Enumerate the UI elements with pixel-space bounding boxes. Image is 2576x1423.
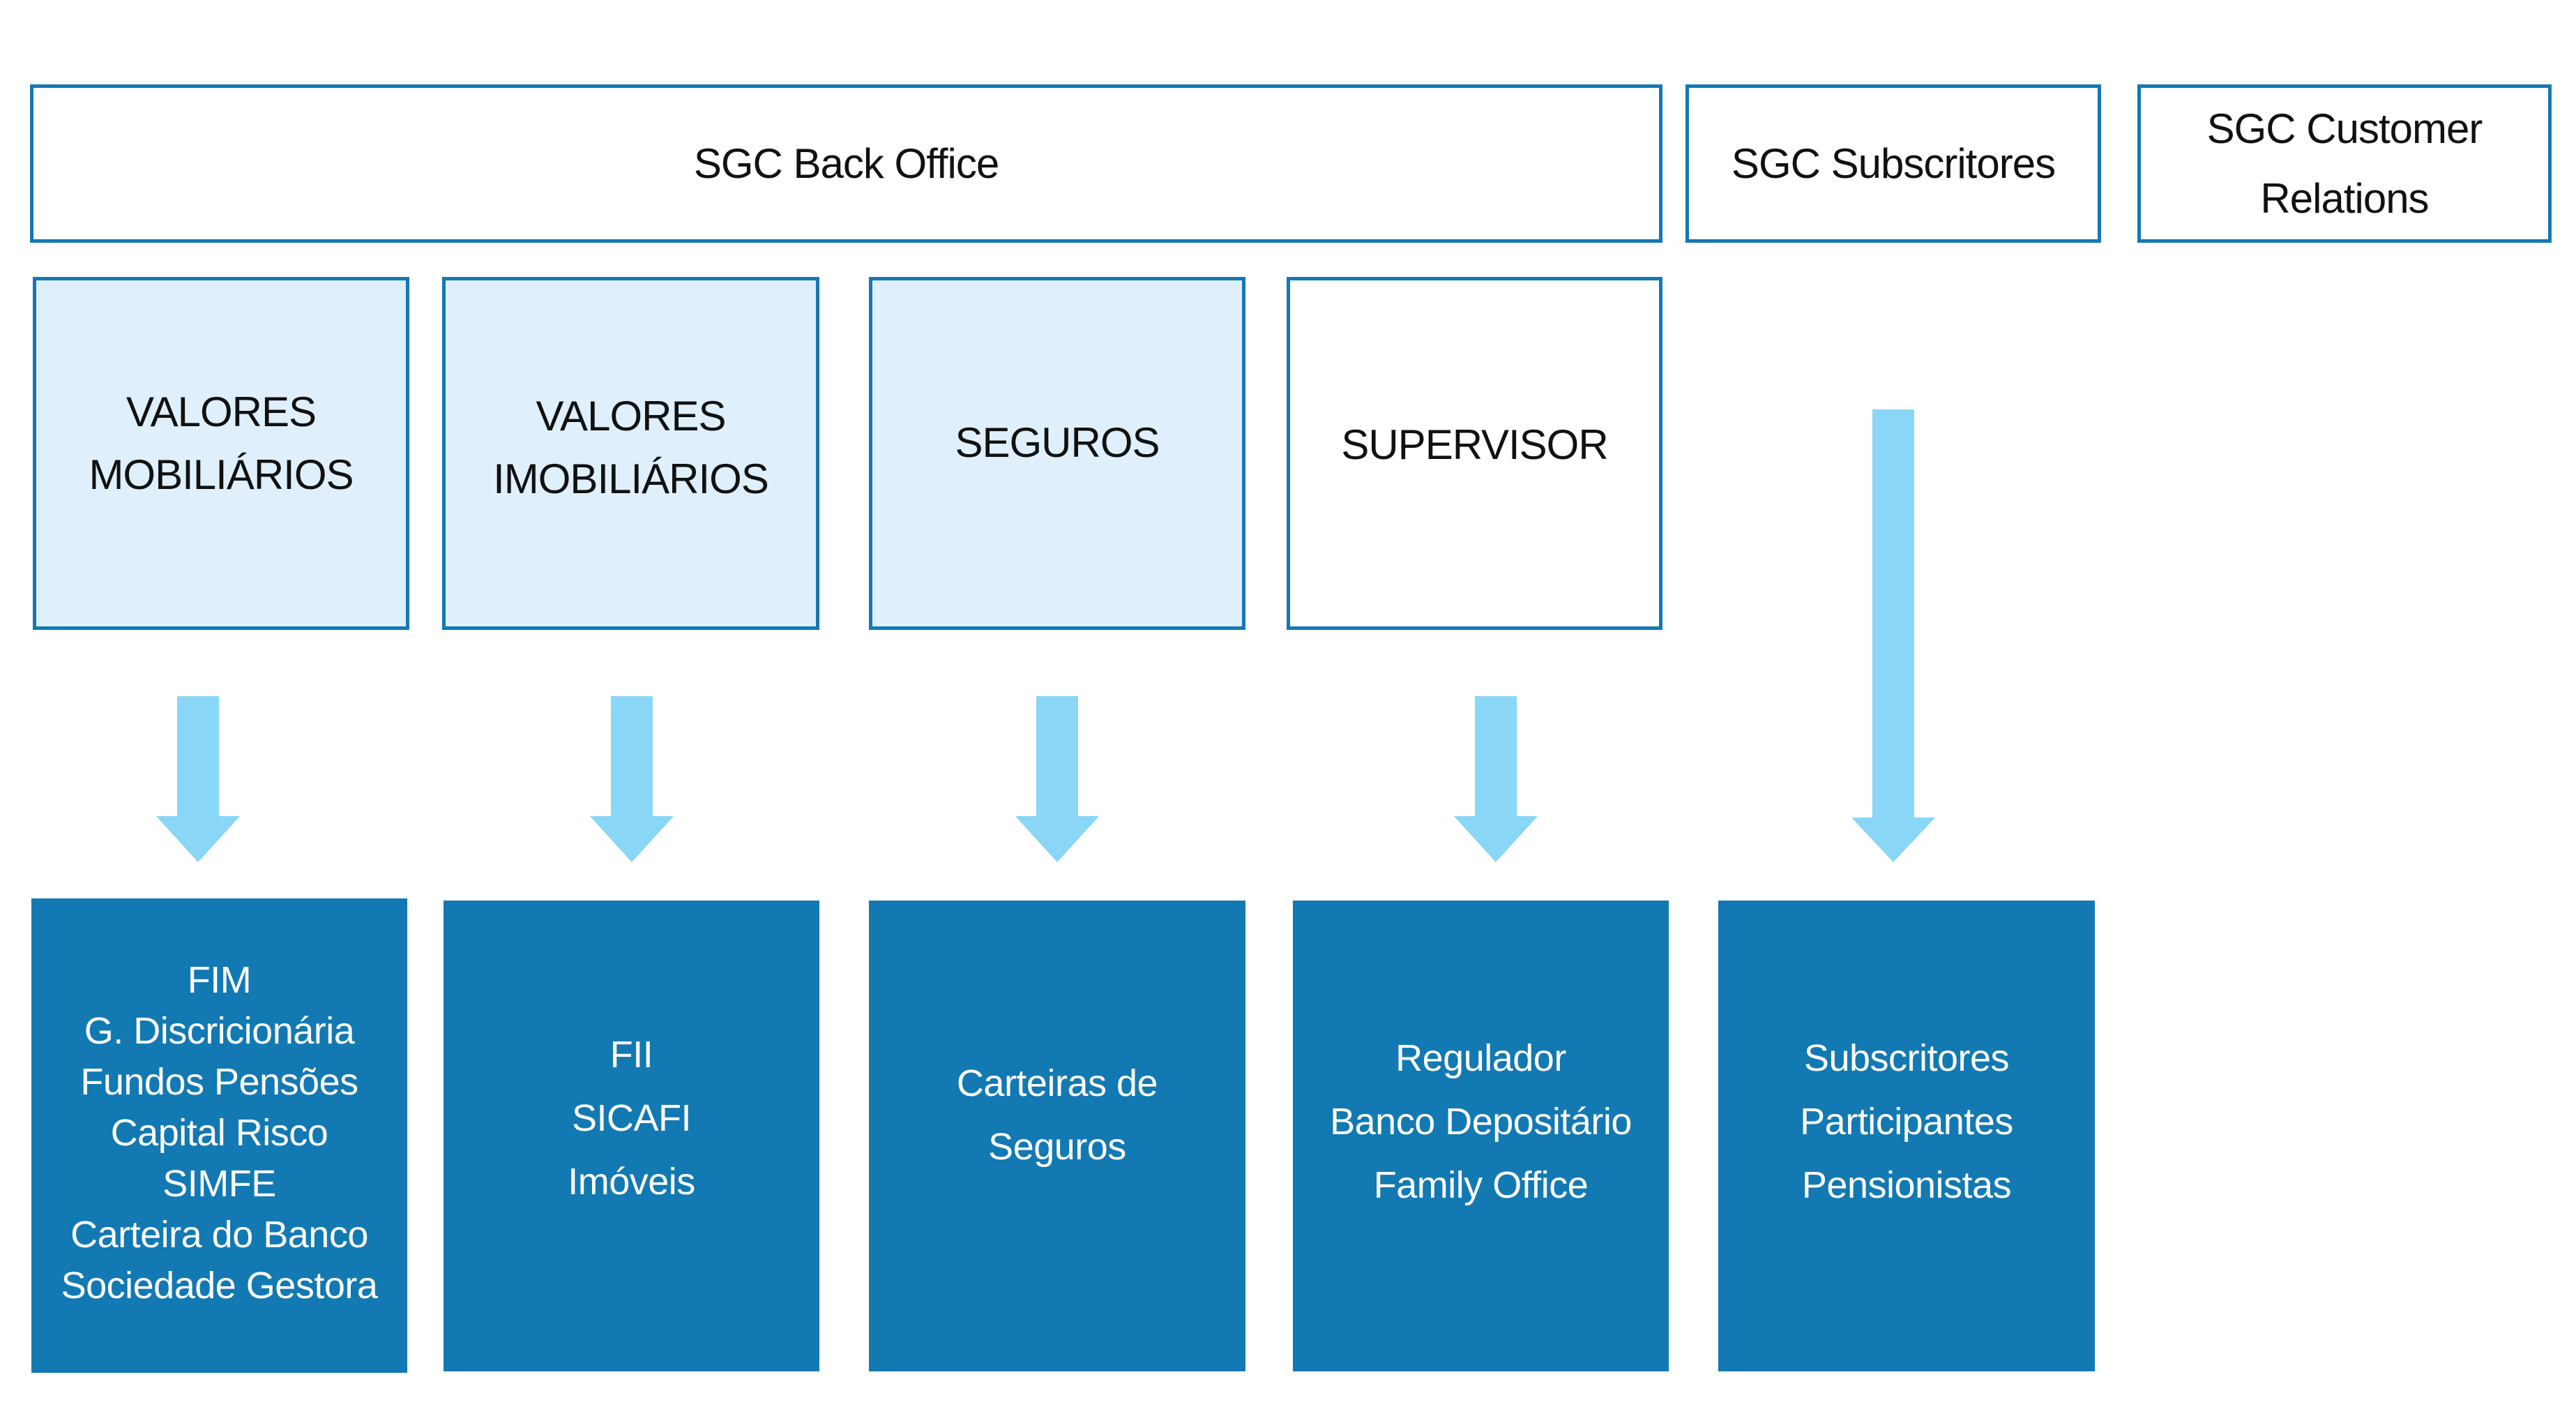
leaf-items: Subscritores Participantes Pensionistas <box>1800 1027 2013 1217</box>
leaf-items: FII SICAFI Imóveis <box>568 1023 695 1214</box>
category-label-line-2: IMOBILIÁRIOS <box>493 455 769 502</box>
category-label-line-1: VALORES <box>126 389 317 435</box>
leaf-subscritores: Subscritores Participantes Pensionistas <box>1718 901 2095 1371</box>
leaf-item: Carteira do Banco <box>70 1213 368 1256</box>
leaf-item: Pensionistas <box>1801 1164 2012 1206</box>
leaf-item: Participantes <box>1800 1101 2013 1143</box>
leaf-item: Carteiras de <box>956 1062 1158 1104</box>
category-label: SUPERVISOR <box>1341 421 1608 468</box>
leaf-items: Regulador Banco Depositário Family Offic… <box>1330 1027 1632 1217</box>
header-label-line-1: SGC Customer <box>2206 105 2483 152</box>
leaf-valores-imobiliarios: FII SICAFI Imóveis <box>444 901 819 1371</box>
leaf-item: Subscritores <box>1803 1037 2010 1079</box>
header-sgc-customer-relations: SGC Customer Relations <box>2137 84 2552 243</box>
header-sgc-subscritores: SGC Subscritores <box>1685 84 2101 243</box>
leaf-item: Capital Risco <box>110 1111 328 1154</box>
category-supervisor: SUPERVISOR <box>1287 277 1662 630</box>
header-sgc-back-office: SGC Back Office <box>30 84 1662 243</box>
leaf-items: Carteiras de Seguros <box>957 1052 1158 1179</box>
leaf-seguros: Carteiras de Seguros <box>869 901 1245 1371</box>
category-valores-imobiliarios: VALORES IMOBILIÁRIOS <box>442 277 819 630</box>
leaf-item: Fundos Pensões <box>80 1060 358 1103</box>
leaf-items: FIM G. Discricionária Fundos Pensões Cap… <box>61 955 378 1311</box>
leaf-item: Regulador <box>1395 1037 1566 1079</box>
arrow-down-icon <box>1454 696 1538 862</box>
category-seguros: SEGUROS <box>869 277 1245 630</box>
category-label-line-1: VALORES <box>536 393 726 439</box>
arrow-down-icon <box>1851 409 1935 862</box>
leaf-item: Imóveis <box>568 1161 695 1203</box>
leaf-item: Banco Depositário <box>1330 1101 1632 1143</box>
leaf-item: SICAFI <box>571 1097 692 1139</box>
arrow-down-icon <box>590 696 674 862</box>
leaf-item: Family Office <box>1373 1164 1589 1206</box>
arrow-down-icon <box>156 696 240 862</box>
header-label-line-2: Relations <box>2260 174 2429 222</box>
leaf-item: G. Discricionária <box>84 1009 355 1052</box>
leaf-item: Sociedade Gestora <box>61 1264 378 1307</box>
leaf-item: FIM <box>187 958 252 1001</box>
header-label: SGC Back Office <box>693 140 999 187</box>
leaf-item: Seguros <box>988 1125 1126 1168</box>
category-label-line-2: MOBILIÁRIOS <box>89 451 354 498</box>
leaf-item: SIMFE <box>162 1162 276 1205</box>
leaf-valores-mobiliarios: FIM G. Discricionária Fundos Pensões Cap… <box>31 898 407 1373</box>
header-label: SGC Subscritores <box>1731 140 2056 187</box>
leaf-supervisor: Regulador Banco Depositário Family Offic… <box>1293 901 1669 1371</box>
category-label: SEGUROS <box>955 419 1160 466</box>
leaf-item: FII <box>609 1034 653 1076</box>
arrow-down-icon <box>1015 696 1099 862</box>
category-valores-mobiliarios: VALORES MOBILIÁRIOS <box>33 277 409 630</box>
